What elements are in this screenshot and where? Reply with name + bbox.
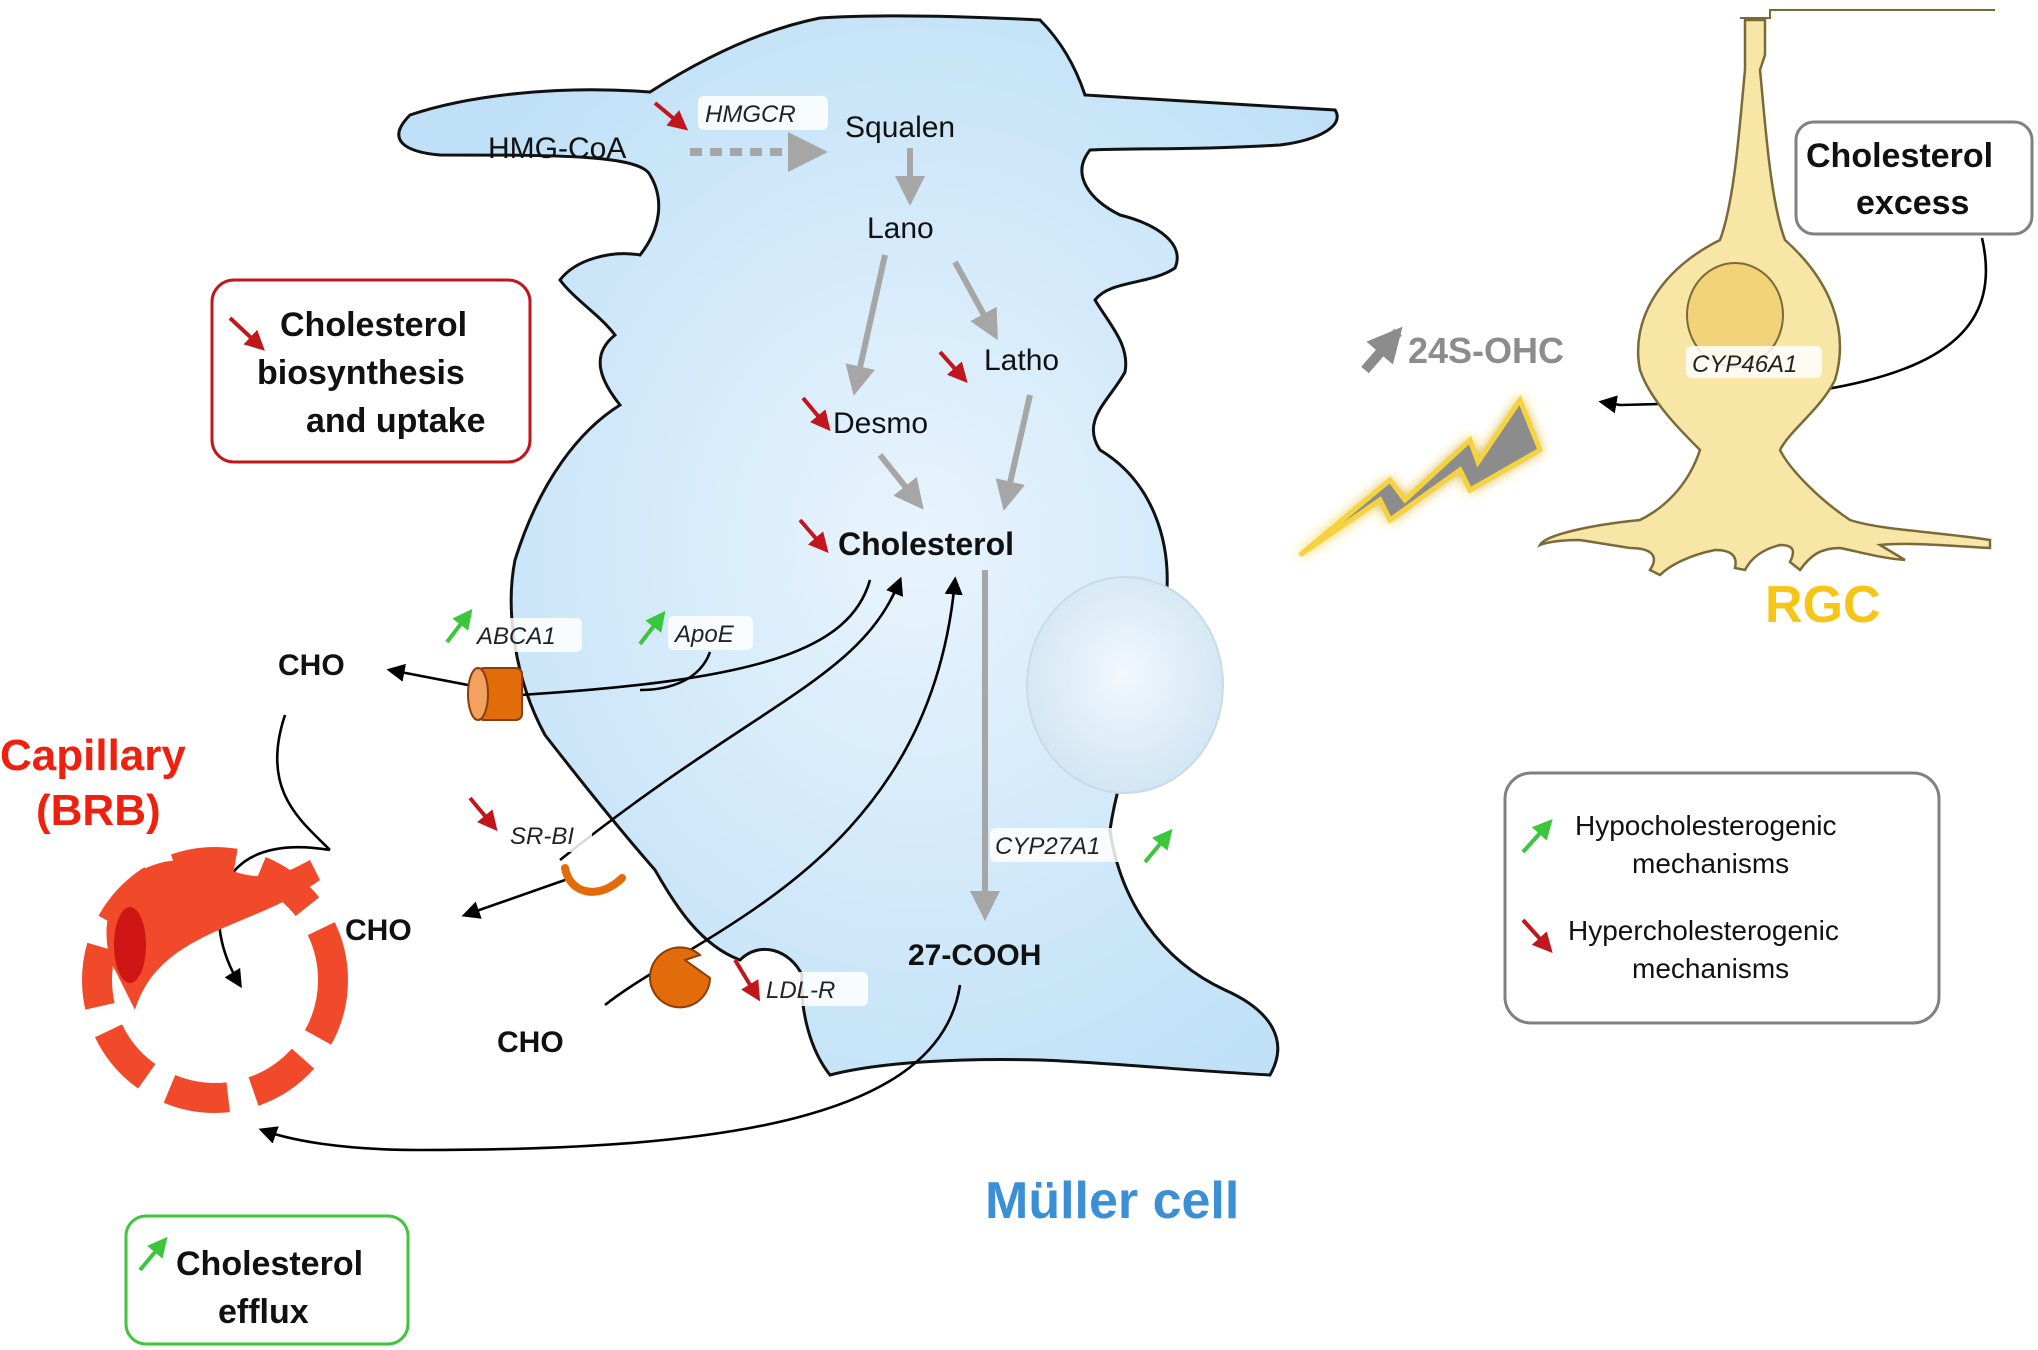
apoe-label: ApoE: [673, 621, 735, 648]
down-arrow-icon: [468, 796, 498, 832]
efflux-box-line1: Cholesterol: [176, 1245, 363, 1283]
excess-box: [1794, 120, 2034, 236]
up-arrow-icon: [1521, 819, 1553, 854]
up-arrow-icon: [138, 1236, 168, 1272]
srbi-label: SR-BI: [510, 823, 574, 850]
desmo-to-cholesterol-arrow: [877, 453, 924, 510]
oh24s-label: 24S-OHC: [1408, 330, 1564, 371]
down-arrow-icon: [1521, 918, 1553, 953]
legend-box: [1503, 771, 1941, 1025]
biosynthesis-box-line3: and uptake: [306, 402, 485, 440]
abca1-label: ABCA1: [475, 623, 556, 650]
legend-hypo-line1: Hypocholesterogenic: [1575, 810, 1837, 841]
cholesterol-label: Cholesterol: [838, 526, 1014, 562]
biosynthesis-box: [210, 278, 532, 464]
muller-cell-shape: [397, 14, 1339, 1077]
muller-label: Müller cell: [985, 1172, 1239, 1230]
cooh27-label: 27-COOH: [908, 939, 1041, 972]
lano-to-latho-arrow: [952, 260, 998, 341]
squalen-label: Squalen: [845, 111, 955, 144]
down-arrow-icon: [798, 518, 829, 554]
srbi-receptor-icon: [561, 864, 626, 896]
down-arrow-icon: [733, 958, 761, 1002]
abca1-transporter-icon: [467, 667, 523, 721]
up-arrow-icon: [1143, 828, 1173, 864]
cooh-to-capillary-arrow: [258, 984, 962, 1152]
lano-label: Lano: [867, 212, 934, 245]
enzyme-label-backgrounds: [472, 96, 1822, 1006]
hmgcr-label: HMGCR: [705, 101, 796, 128]
ldlr-receptor-icon: [649, 946, 712, 1009]
down-arrow-icons: [228, 101, 1553, 1002]
cho-mid-to-cholesterol-arrow: [559, 576, 904, 862]
cho-bottom-label: CHO: [497, 1026, 564, 1059]
ldlr-label: LDL-R: [766, 977, 835, 1004]
down-arrow-icon: [938, 350, 968, 383]
rgc-neuron: [1537, 9, 1995, 577]
biosynthesis-box-line2: biosynthesis: [257, 354, 465, 392]
down-arrow-icon: [653, 101, 689, 131]
legend-hyper-line1: Hypercholesterogenic: [1568, 915, 1839, 946]
down-arrow-icon: [801, 396, 831, 432]
capillary-label-line1: Capillary: [0, 731, 186, 780]
cho-top-to-capillary-arrow: [275, 714, 331, 851]
biosynthesis-box-line1: Cholesterol: [280, 306, 467, 344]
cho-top-label: CHO: [278, 649, 345, 682]
nucleus: [1026, 576, 1224, 794]
apoe-connector: [639, 651, 712, 692]
lightning-icon: [1298, 394, 1544, 558]
up-arrow-icon-24sohc: [1361, 326, 1403, 374]
up-arrow-icon: [638, 610, 666, 646]
capillary-vessel: [82, 847, 348, 1113]
efflux-box: [124, 1214, 410, 1346]
efflux-box-line2: efflux: [218, 1293, 309, 1331]
up-arrow-icons: [138, 608, 1553, 1272]
cyp46a1-label: CYP46A1: [1692, 351, 1797, 378]
capillary-label-line2: (BRB): [36, 786, 161, 835]
latho-to-cholesterol-arrow: [995, 394, 1033, 511]
cyp27a1-label: CYP27A1: [995, 833, 1100, 860]
excess-box-line1: Cholesterol: [1806, 137, 1993, 175]
rgc-label: RGC: [1765, 576, 1881, 634]
excess-box-line2: excess: [1856, 184, 1969, 222]
down-arrow-icon: [228, 316, 265, 351]
legend-hypo-line2: mechanisms: [1632, 848, 1789, 879]
cho-mid-label: CHO: [345, 914, 412, 947]
latho-label: Latho: [984, 344, 1059, 377]
up-arrow-icon: [445, 608, 473, 644]
cholesterol-to-abca1-arrow: [386, 579, 872, 697]
lano-to-desmo-arrow: [845, 254, 888, 396]
biosynthesis-arrows: [690, 132, 1033, 921]
legend-hyper-line2: mechanisms: [1632, 953, 1789, 984]
hmg-coa-label: HMG-CoA: [488, 132, 626, 165]
srbi-to-cho-mid-arrow: [461, 878, 566, 919]
desmo-label: Desmo: [833, 407, 928, 440]
